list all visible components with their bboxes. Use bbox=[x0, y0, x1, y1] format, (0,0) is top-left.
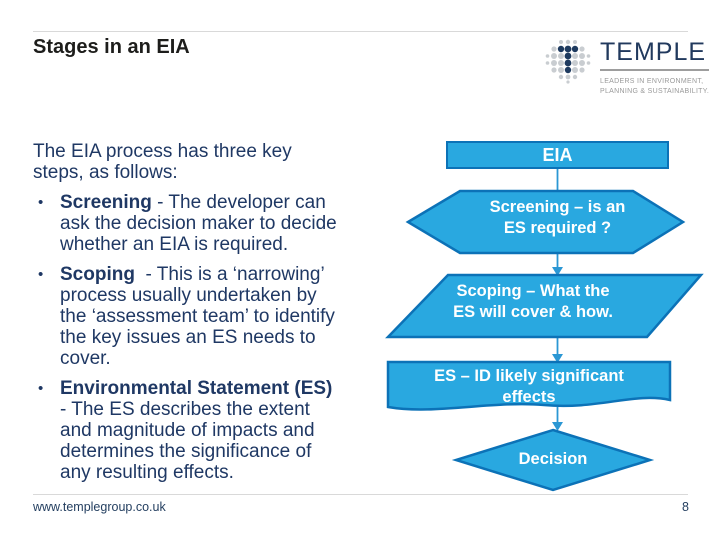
bullet-environmental-statement-term: Environmental Statement (ES) bbox=[60, 378, 333, 399]
intro-paragraph: The EIA process has three key steps, as … bbox=[33, 141, 292, 183]
bullet-marker: • bbox=[38, 380, 44, 397]
logo-tagline-line1: LEADERS IN ENVIRONMENT, bbox=[600, 78, 704, 85]
bullet-screening-term: Screening bbox=[60, 192, 152, 213]
bullet-scoping: • Scoping - This is a ‘narrowing’ proces… bbox=[33, 264, 369, 369]
node-scoping-parallelogram bbox=[385, 273, 704, 339]
slide-title: Stages in an EIA bbox=[33, 36, 190, 58]
page-number: 8 bbox=[682, 500, 689, 514]
body-text: The EIA process has three key steps, as … bbox=[33, 141, 369, 483]
bullet-scoping-text: Scoping - This is a ‘narrowing’ process … bbox=[60, 264, 369, 369]
node-es-document bbox=[386, 360, 672, 411]
logo-wordmark: TEMPLE bbox=[600, 38, 707, 66]
node-eia-rectangle bbox=[446, 141, 669, 169]
node-screening-label: Screening – is an ES required ? bbox=[489, 198, 626, 237]
logo-tagline: LEADERS IN ENVIRONMENT, PLANNING & SUSTA… bbox=[600, 77, 709, 96]
temple-logo: TEMPLE LEADERS IN ENVIRONMENT, PLANNING … bbox=[545, 38, 710, 96]
logo-underline bbox=[600, 69, 710, 71]
bullet-marker: • bbox=[38, 266, 44, 283]
bullet-screening-rest: - The developer can ask the decision mak… bbox=[60, 192, 337, 255]
node-decision-diamond bbox=[451, 428, 655, 492]
bullet-marker: • bbox=[38, 194, 44, 211]
node-screening-hexagon bbox=[405, 189, 686, 255]
bullet-screening: • Screening - The developer can ask the … bbox=[33, 192, 369, 255]
node-decision-label: Decision bbox=[518, 450, 588, 468]
logo-tagline-line2: PLANNING & SUSTAINABILITY. bbox=[600, 87, 710, 95]
flowchart-shapes bbox=[385, 141, 704, 492]
eia-flowchart: EIA Screening – is an ES required ? Scop… bbox=[372, 130, 712, 500]
bullet-scoping-rest: - This is a ‘narrowing’ process usually … bbox=[60, 264, 335, 369]
bullet-environmental-statement: • Environmental Statement (ES) - The ES … bbox=[33, 378, 369, 483]
bullet-environmental-statement-rest: - The ES describes the extent and magnit… bbox=[60, 399, 315, 483]
bullet-screening-text: Screening - The developer can ask the de… bbox=[60, 192, 369, 255]
flowchart-arrowheads bbox=[552, 267, 563, 431]
footer-url[interactable]: www.templegroup.co.uk bbox=[33, 500, 166, 514]
temple-globe-icon bbox=[545, 39, 591, 84]
node-eia-label: EIA bbox=[542, 145, 573, 165]
node-scoping-label: Scoping – What the ES will cover & how. bbox=[453, 282, 613, 321]
footer-divider bbox=[33, 494, 688, 495]
node-es-label: ES – ID likely significant effects bbox=[434, 367, 624, 406]
bullet-environmental-statement-text: Environmental Statement (ES) - The ES de… bbox=[60, 378, 369, 483]
bullet-scoping-term: Scoping bbox=[60, 264, 135, 285]
header-divider bbox=[33, 31, 688, 32]
flowchart-node-shapes bbox=[385, 141, 704, 492]
